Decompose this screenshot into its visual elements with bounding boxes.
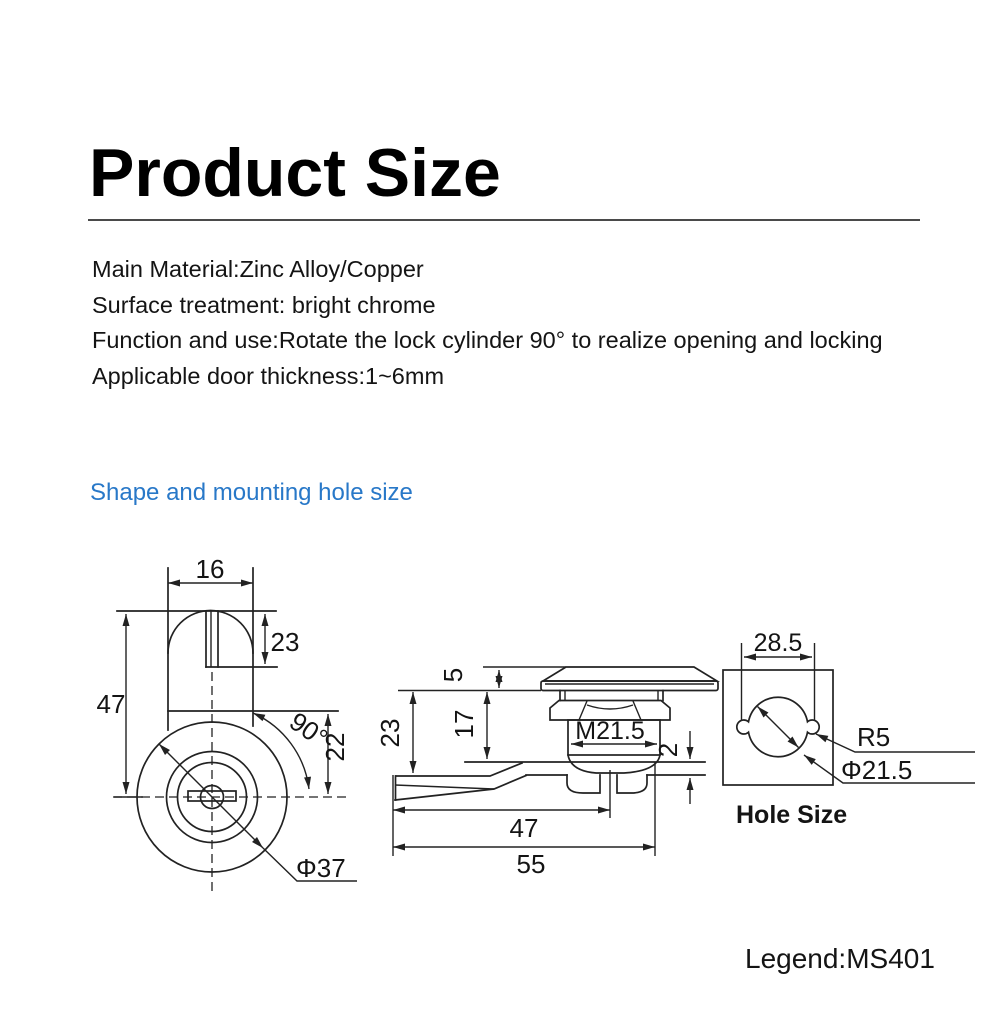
dim-side-panel-thickness: 2 xyxy=(653,743,683,757)
dim-side-body-length: 23 xyxy=(375,719,405,748)
dim-front-top-width: 16 xyxy=(196,554,225,584)
legend-model-number: Legend:MS401 xyxy=(745,943,935,974)
dim-front-face-diameter: Φ37 xyxy=(296,853,346,883)
dim-hole-diameter: Φ21.5 xyxy=(841,755,912,785)
dim-side-thread-spec: M21.5 xyxy=(575,717,644,745)
dim-side-total-length: 55 xyxy=(517,849,546,879)
hole-size-drawing: 28.5 R5 Φ21.5 Hole Size xyxy=(722,629,975,829)
spec-line-function: Function and use:Rotate the lock cylinde… xyxy=(92,327,883,354)
dim-hole-notch-width: 28.5 xyxy=(754,629,803,657)
dim-hole-notch-radius: R5 xyxy=(857,722,890,752)
page-title: Product Size xyxy=(89,135,501,211)
section-heading: Shape and mounting hole size xyxy=(90,479,413,506)
hole-size-caption: Hole Size xyxy=(736,801,847,829)
spec-line-surface: Surface treatment: bright chrome xyxy=(92,291,436,318)
spec-line-material: Main Material:Zinc Alloy/Copper xyxy=(92,256,424,282)
dim-side-cylinder-length: 17 xyxy=(449,710,479,739)
dim-side-head-height: 5 xyxy=(438,668,468,682)
title-divider xyxy=(88,219,920,221)
front-view-drawing: 16 23 47 90° 22 Φ37 xyxy=(97,554,357,893)
dim-side-cam-reach: 47 xyxy=(510,813,539,843)
spec-line-thickness: Applicable door thickness:1~6mm xyxy=(92,363,445,390)
side-view-drawing: 5 23 17 M21.5 2 47 55 xyxy=(375,666,721,879)
dim-front-total-height: 47 xyxy=(97,689,126,719)
dim-front-cam-offset: 22 xyxy=(320,733,350,762)
dim-front-slot-depth: 23 xyxy=(271,627,300,657)
spec-list: Main Material:Zinc Alloy/Copper Surface … xyxy=(92,252,883,395)
